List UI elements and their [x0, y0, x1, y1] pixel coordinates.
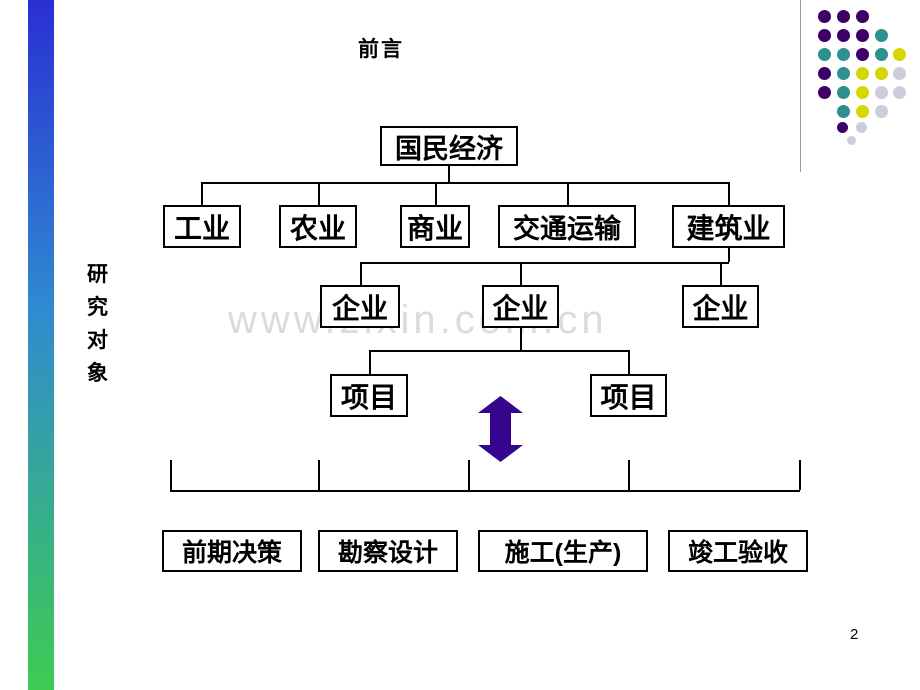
timeline-tick — [318, 460, 320, 490]
connector-line — [360, 262, 362, 285]
node-enterprise: 企业 — [482, 285, 559, 328]
right-vertical-rule — [800, 0, 801, 172]
node-commerce: 商业 — [400, 205, 470, 248]
decorative-dot — [875, 29, 888, 42]
node-construction: 建筑业 — [672, 205, 785, 248]
double-arrow-shape — [478, 396, 523, 462]
node-enterprise: 企业 — [682, 285, 759, 328]
connector-line — [728, 248, 730, 262]
decorative-dot — [893, 67, 906, 80]
timeline-tick — [628, 460, 630, 490]
connector-line — [318, 182, 320, 205]
connector-line — [628, 350, 630, 375]
timeline-tick — [799, 460, 801, 490]
connector-line — [201, 182, 203, 205]
decorative-dot — [856, 122, 867, 133]
decorative-dot — [837, 10, 850, 23]
decorative-dot — [818, 86, 831, 99]
timeline-axis — [170, 490, 800, 492]
decorative-dot — [856, 48, 869, 61]
decorative-dot — [856, 86, 869, 99]
decorative-dot — [856, 29, 869, 42]
left-gradient-bar — [28, 0, 54, 690]
timeline-tick — [468, 460, 470, 490]
decorative-dot — [856, 67, 869, 80]
node-phase-completion-acceptance: 竣工验收 — [668, 530, 808, 572]
decorative-dot — [818, 29, 831, 42]
node-project: 项目 — [330, 374, 408, 417]
connector-line — [448, 166, 450, 182]
timeline-tick — [170, 460, 172, 490]
decorative-dot — [818, 48, 831, 61]
decorative-dot — [837, 29, 850, 42]
connector-line — [520, 262, 522, 285]
node-phase-survey-design: 勘察设计 — [318, 530, 458, 572]
node-enterprise: 企业 — [320, 285, 400, 328]
decorative-dot — [837, 105, 850, 118]
node-project: 项目 — [590, 374, 667, 417]
node-industry: 工业 — [163, 205, 241, 248]
connector-line — [567, 182, 569, 205]
decorative-dot — [875, 105, 888, 118]
decorative-dot — [818, 67, 831, 80]
node-national-economy: 国民经济 — [380, 126, 518, 166]
connector-line — [201, 182, 729, 184]
connector-line — [435, 182, 437, 205]
decorative-dot — [875, 67, 888, 80]
decorative-dot — [837, 48, 850, 61]
slide-title: 前言 — [358, 38, 404, 61]
decorative-dot — [875, 86, 888, 99]
node-phase-decision: 前期决策 — [162, 530, 302, 572]
decorative-dot — [856, 105, 869, 118]
decorative-dot — [893, 48, 906, 61]
decorative-dot — [893, 86, 906, 99]
connector-line — [360, 262, 729, 264]
decorative-dot — [818, 10, 831, 23]
node-transportation: 交通运输 — [498, 205, 636, 248]
side-label-research-object: 研究对象 — [87, 263, 108, 385]
page-number: 2 — [850, 626, 859, 643]
decorative-dot — [837, 86, 850, 99]
decorative-dot — [837, 67, 850, 80]
decorative-dot — [837, 122, 848, 133]
node-phase-construction: 施工(生产) — [478, 530, 648, 572]
decorative-dot — [847, 136, 856, 145]
node-agriculture: 农业 — [279, 205, 357, 248]
connector-line — [720, 262, 722, 285]
double-arrow-icon — [478, 396, 523, 462]
connector-line — [369, 350, 371, 375]
connector-line — [728, 182, 730, 205]
decorative-dot — [875, 48, 888, 61]
connector-line — [369, 350, 629, 352]
connector-line — [520, 328, 522, 350]
decorative-dot — [856, 10, 869, 23]
